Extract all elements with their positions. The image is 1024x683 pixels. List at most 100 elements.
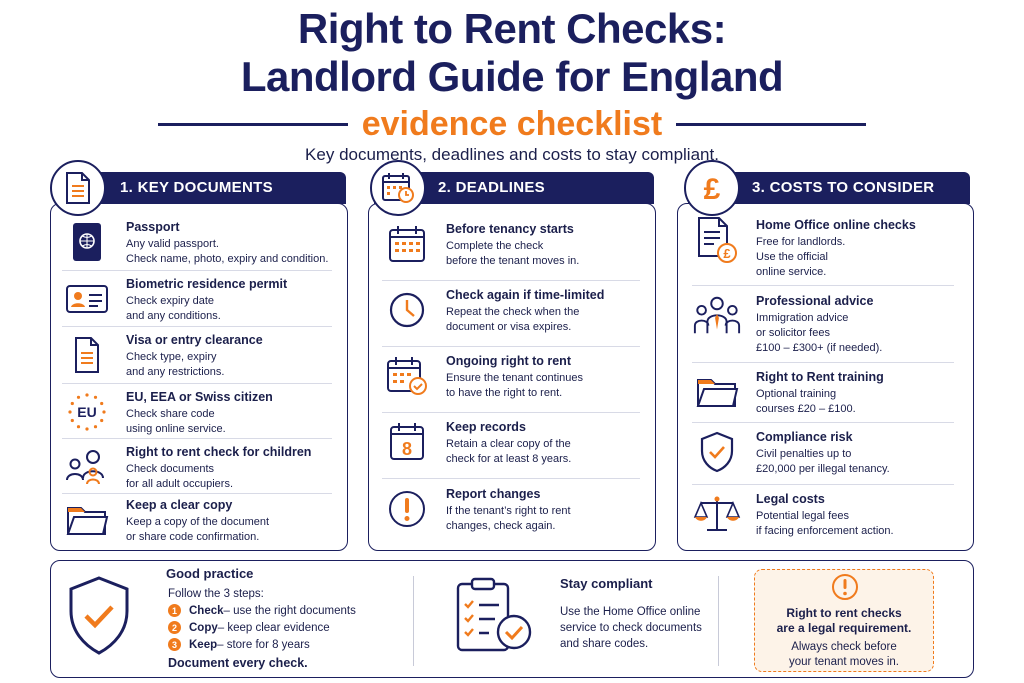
item-desc: Repeat the check when the document or vi… — [446, 306, 580, 333]
step-text: – use the right documents — [223, 604, 356, 617]
item-title: Report changes — [446, 487, 541, 501]
svg-text:£: £ — [723, 246, 731, 261]
id-card-icon — [62, 277, 112, 321]
item-desc: Keep a copy of the document or share cod… — [126, 516, 270, 543]
document-icon — [50, 160, 106, 216]
footer-divider — [413, 576, 414, 666]
divider — [382, 280, 640, 281]
legal-requirement-callout: Right to rent checks are a legal require… — [754, 569, 934, 672]
item-title: Professional advice — [756, 294, 874, 308]
step-word: Copy — [189, 621, 218, 634]
callout-heading: Right to rent checks are a legal require… — [776, 606, 912, 635]
step-number: 2 — [168, 621, 181, 634]
item-desc: Any valid passport. Check name, photo, e… — [126, 238, 329, 265]
document-pound-icon: £ — [692, 217, 742, 263]
item-desc: Check share code using online service. — [126, 408, 226, 435]
subtitle: evidence checklist — [361, 104, 663, 143]
passport-icon — [62, 220, 112, 264]
folder-icon — [692, 370, 742, 414]
item-title: Legal costs — [756, 492, 825, 506]
good-practice-title: Good practice — [166, 566, 254, 581]
shield-check-icon — [64, 574, 134, 658]
item-desc: Free for landlords. Use the official onl… — [756, 236, 846, 278]
divider — [62, 383, 332, 384]
step-number: 1 — [168, 604, 181, 617]
item-desc: Civil penalties up to £20,000 per illega… — [756, 448, 890, 475]
footer-panel — [50, 560, 974, 678]
step-text: – store for 8 years — [217, 638, 310, 651]
item-desc: Check documents for all adult occupiers. — [126, 463, 233, 490]
item-desc: Potential legal fees if facing enforceme… — [756, 510, 894, 537]
list-item: Report changes If the tenant’s right to r… — [382, 487, 571, 534]
eu-stars-icon: EU — [62, 390, 112, 434]
page-title-line-1: Right to Rent Checks: — [297, 5, 727, 52]
item-title: Compliance risk — [756, 430, 853, 444]
clock-icon — [382, 288, 432, 332]
calendar-8-icon: 8 — [382, 420, 432, 464]
item-title: Before tenancy starts — [446, 222, 574, 236]
divider — [62, 493, 332, 494]
callout-desc: Always check before your tenant moves in… — [789, 641, 899, 668]
document-icon — [62, 333, 112, 377]
divider — [62, 326, 332, 327]
calendar-icon — [382, 222, 432, 266]
calendar-check-icon — [382, 354, 432, 398]
item-desc: Check type, expiry and any restrictions. — [126, 351, 225, 378]
divider — [382, 478, 640, 479]
svg-text:£: £ — [704, 173, 721, 205]
item-desc: If the tenant’s right to rent changes, c… — [446, 505, 571, 532]
divider — [692, 422, 954, 423]
subtitle-rule-right — [676, 122, 867, 126]
advisors-icon — [692, 294, 742, 338]
item-desc: Immigration advice or solicitor fees £10… — [756, 312, 883, 354]
svg-text:EU: EU — [77, 404, 96, 420]
divider — [62, 438, 332, 439]
step-word: Check — [189, 604, 224, 617]
item-desc: Complete the check before the tenant mov… — [446, 240, 580, 267]
step-text: – keep clear evidence — [217, 621, 330, 634]
pound-icon: £ — [684, 160, 740, 216]
footer-divider — [718, 576, 719, 666]
item-desc: Ensure the tenant continues to have the … — [446, 372, 583, 399]
family-icon — [62, 445, 112, 489]
item-title: Right to rent check for children — [126, 445, 312, 459]
item-title: Right to Rent training — [756, 370, 884, 384]
scales-icon — [692, 492, 742, 536]
exclamation-icon — [831, 573, 859, 606]
item-title: Biometric residence permit — [126, 277, 288, 291]
item-title: Ongoing right to rent — [446, 354, 571, 368]
exclamation-icon — [382, 487, 432, 531]
tagline: Key documents, deadlines and costs to st… — [305, 145, 719, 164]
step-item: 1 Check – use the right documents — [168, 604, 356, 617]
shield-check-icon — [692, 430, 742, 474]
calendar-clock-icon — [370, 160, 426, 216]
step-item: 2 Copy – keep clear evidence — [168, 621, 330, 634]
divider — [382, 412, 640, 413]
subtitle-row: evidence checklist — [0, 104, 1024, 144]
item-title: Home Office online checks — [756, 218, 916, 232]
item-desc: Optional training courses £20 – £100. — [756, 388, 856, 415]
item-desc: Check expiry date and any conditions. — [126, 295, 221, 322]
divider — [692, 285, 954, 286]
divider — [692, 484, 954, 485]
svg-text:8: 8 — [402, 439, 412, 459]
step-word: Keep — [189, 638, 218, 651]
item-title: Check again if time-limited — [446, 288, 605, 302]
clipboard-check-icon — [450, 576, 540, 660]
item-title: Passport — [126, 220, 180, 234]
divider — [382, 346, 640, 347]
